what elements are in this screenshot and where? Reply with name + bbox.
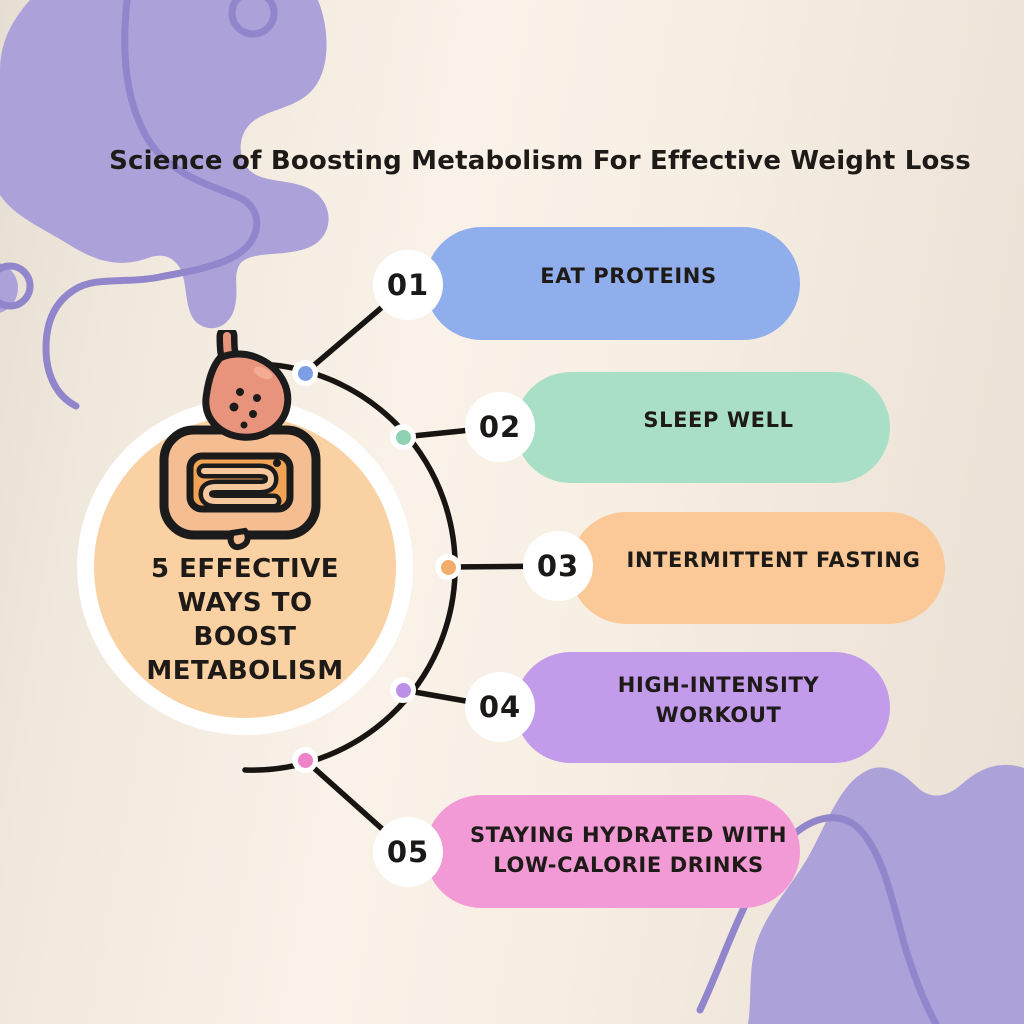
step-number: 02 xyxy=(478,410,522,444)
arc-node-03 xyxy=(435,554,461,580)
stomach-intestines-icon xyxy=(150,330,330,555)
page-title: Science of Boosting Metabolism For Effec… xyxy=(109,146,971,176)
arc-node-dot xyxy=(297,752,313,768)
step-pill-05: STAYING HYDRATED WITH LOW-CALORIE DRINKS xyxy=(425,795,800,908)
step-number: 03 xyxy=(536,549,580,583)
pill-label: INTERMITTENT FASTING xyxy=(626,548,921,572)
bottom-right-squiggle xyxy=(696,814,940,1024)
top-left-squiggle xyxy=(42,0,261,410)
step-number: 01 xyxy=(386,268,430,302)
arc-node-dot xyxy=(297,365,313,381)
gut-dot xyxy=(273,459,281,467)
step-number-badge-01: 01 xyxy=(373,250,443,320)
step-number-badge-05: 05 xyxy=(373,817,443,887)
step-number-badge-02: 02 xyxy=(465,392,535,462)
step-pill-03: INTERMITTENT FASTING xyxy=(570,512,945,624)
arc-node-05 xyxy=(292,747,318,773)
intestine-tail-icon xyxy=(227,527,251,551)
step-pill-02: SLEEP WELL xyxy=(515,372,890,483)
step-number-badge-03: 03 xyxy=(523,531,593,601)
stomach-dots xyxy=(229,388,261,429)
deco-ring-left xyxy=(0,262,34,310)
arc-node-dot xyxy=(440,559,456,575)
hub-line-4: METABOLISM xyxy=(146,656,344,686)
arc-node-02 xyxy=(390,424,416,450)
step-number: 05 xyxy=(386,835,430,869)
hub-line-3: BOOST xyxy=(193,622,297,652)
stomach-highlight xyxy=(253,366,273,380)
arc-node-04 xyxy=(390,677,416,703)
arc-node-01 xyxy=(292,360,318,386)
arc-node-dot xyxy=(395,429,411,445)
hub-line-1: 5 EFFECTIVE xyxy=(150,554,340,584)
step-number: 04 xyxy=(478,690,522,724)
arc-node-dot xyxy=(395,682,411,698)
step-pill-04: HIGH-INTENSITY WORKOUT xyxy=(515,652,890,763)
pill-label: SLEEP WELL xyxy=(643,407,794,432)
pill-label: STAYING HYDRATED WITH LOW-CALORIE DRINKS xyxy=(469,822,788,877)
gut-tube-fill xyxy=(201,468,277,504)
deco-ring-top xyxy=(228,0,278,38)
bottom-right-blob xyxy=(748,764,1024,1024)
step-number-badge-04: 04 xyxy=(465,672,535,742)
deco-halfblob-left xyxy=(0,263,18,313)
hub-line-2: WAYS TO xyxy=(177,588,313,618)
pill-label: EAT PROTEINS xyxy=(540,263,717,288)
pill-label: HIGH-INTENSITY WORKOUT xyxy=(617,672,820,727)
step-pill-01: EAT PROTEINS xyxy=(425,227,800,340)
hub-circle: 5 EFFECTIVE WAYS TO BOOST METABOLISM xyxy=(77,399,413,735)
hub-heading: 5 EFFECTIVE WAYS TO BOOST METABOLISM xyxy=(94,552,396,688)
